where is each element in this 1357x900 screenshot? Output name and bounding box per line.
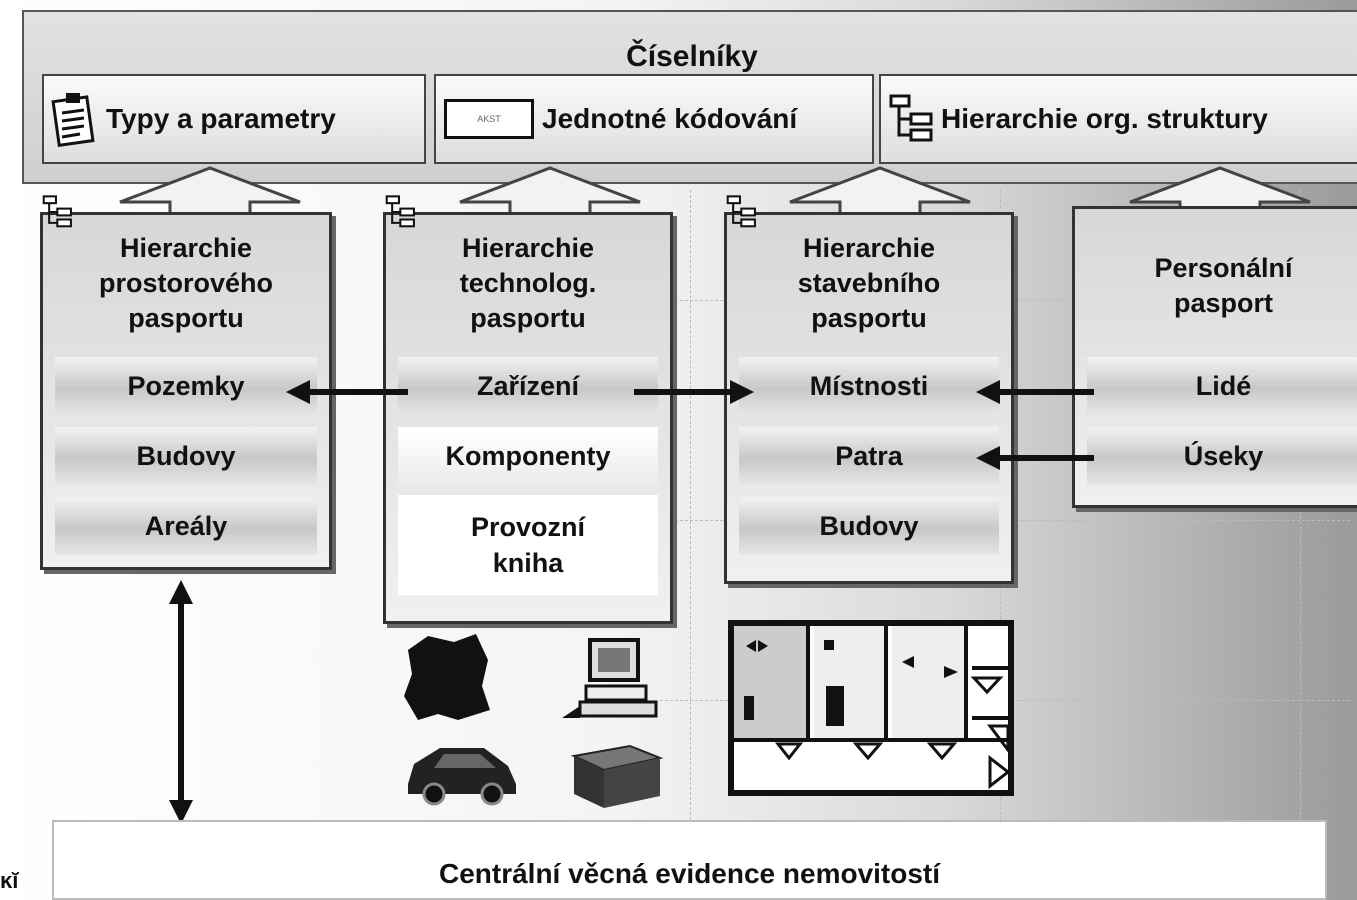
tree-icon bbox=[42, 195, 72, 228]
computer-icon bbox=[562, 638, 658, 718]
barcode-card-text: AKST bbox=[477, 114, 501, 124]
floor-plan-icon bbox=[728, 620, 1014, 796]
org-structure-box[interactable]: Hierarchie org. struktury bbox=[879, 74, 1357, 164]
tree-icon bbox=[889, 94, 933, 142]
arrow-lide-to-mistnosti bbox=[990, 389, 1094, 395]
up-arrow-2 bbox=[459, 166, 641, 226]
tree-icon bbox=[385, 195, 415, 228]
item-lide[interactable]: Lidé bbox=[1087, 357, 1357, 415]
arrowhead-left bbox=[976, 380, 1000, 404]
unified-coding-label: Jednotné kódování bbox=[542, 103, 798, 134]
unified-coding-box[interactable]: AKST Jednotné kódování bbox=[434, 74, 874, 164]
item-budovy-spatial[interactable]: Budovy bbox=[55, 427, 317, 485]
arrow-useky-to-patra bbox=[990, 455, 1094, 461]
clipboard-icon bbox=[51, 93, 95, 147]
vertical-double-arrow bbox=[178, 594, 184, 808]
types-parameters-box[interactable]: Typy a parametry bbox=[42, 74, 426, 164]
item-pozemky[interactable]: Pozemky bbox=[55, 357, 317, 415]
corner-text-fragment: ĸĭ bbox=[0, 868, 19, 893]
barcode-card-icon: AKST bbox=[444, 99, 534, 139]
arrow-zarizeni-to-mistnosti bbox=[634, 389, 734, 395]
arrowhead-left bbox=[976, 446, 1000, 470]
arrowhead-up bbox=[169, 580, 193, 604]
map-silhouette-icon bbox=[404, 634, 490, 720]
item-mistnosti[interactable]: Místnosti bbox=[739, 357, 999, 415]
item-patra[interactable]: Patra bbox=[739, 427, 999, 485]
arrow-zarizeni-to-pozemky bbox=[300, 389, 408, 395]
desk-icon bbox=[570, 744, 664, 808]
item-budovy-building[interactable]: Budovy bbox=[739, 497, 999, 555]
arrowhead-right bbox=[730, 380, 754, 404]
item-komponenty[interactable]: Komponenty bbox=[398, 427, 658, 485]
item-arealy[interactable]: Areály bbox=[55, 497, 317, 555]
up-arrow-1 bbox=[119, 166, 301, 226]
tree-icon bbox=[726, 195, 756, 228]
item-provozni-kniha[interactable]: Provozní kniha bbox=[398, 495, 658, 595]
up-arrow-3 bbox=[789, 166, 971, 226]
org-structure-label: Hierarchie org. struktury bbox=[941, 103, 1268, 134]
types-parameters-label: Typy a parametry bbox=[106, 103, 336, 134]
item-zarizeni[interactable]: Zařízení bbox=[398, 357, 658, 415]
car-icon bbox=[408, 748, 516, 806]
item-useky[interactable]: Úseky bbox=[1087, 427, 1357, 485]
central-registry-label: Centrální věcná evidence nemovitostí bbox=[438, 858, 941, 889]
ciselniky-panel: Číselníky Typy a parametry AKST Jednotné… bbox=[22, 10, 1357, 184]
up-arrow-4 bbox=[1129, 166, 1311, 226]
arrowhead-down bbox=[169, 800, 193, 824]
central-registry-bar: Centrální věcná evidence nemovitostí bbox=[52, 820, 1327, 900]
arrowhead-left bbox=[286, 380, 310, 404]
ciselniky-title: Číselníky bbox=[626, 40, 758, 73]
